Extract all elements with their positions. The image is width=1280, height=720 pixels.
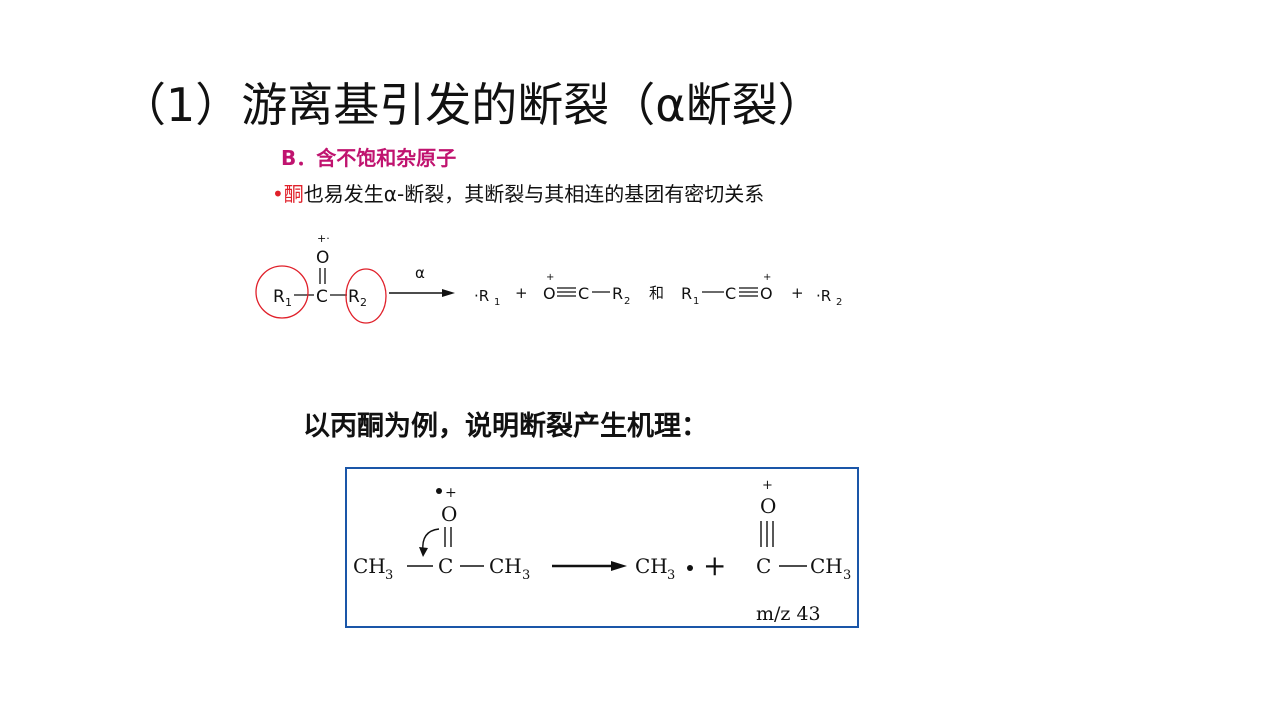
acetone-cleavage-box: + O CH 3 C CH 3 CH 3 + + O: [345, 467, 859, 628]
second-carbon: C: [725, 284, 736, 303]
r1-highlight-circle: [255, 265, 309, 319]
plus-sign-1: +: [515, 284, 528, 302]
bullet-text: 也易发生α-断裂，其断裂与其相连的基团有密切关系: [303, 182, 765, 206]
acylium-charge: +: [546, 272, 554, 283]
r1-radical-subscript: 1: [494, 297, 500, 308]
r2-subscript: 2: [360, 296, 367, 309]
reaction-arrowhead: [442, 289, 455, 297]
electron-arrowhead: [419, 547, 428, 557]
acylium-oxygen: O: [543, 284, 556, 303]
acetone-oxygen: O: [441, 502, 457, 526]
bullet-highlight: 酮: [283, 182, 304, 206]
acylium-carbon-2: C: [756, 554, 771, 578]
methyl-radical-dot: [687, 565, 693, 571]
right-methyl: CH: [489, 554, 522, 578]
methyl-radical-subscript: 3: [667, 568, 675, 583]
radical-dot: [436, 488, 442, 494]
alpha-arrow-label: α: [415, 264, 425, 282]
acylium-methyl: CH: [810, 554, 843, 578]
second-r1: R: [681, 284, 692, 303]
r2-highlight-circle: [345, 268, 387, 324]
acylium-r2-subscript: 2: [624, 296, 630, 307]
bullet-marker: •: [272, 182, 284, 206]
slide-title: （1）游离基引发的断裂（α断裂）: [120, 78, 824, 132]
methyl-radical: CH: [635, 554, 668, 578]
left-methyl-subscript: 3: [385, 568, 393, 583]
oxygen-charge: +·: [317, 232, 330, 245]
plus-sign-2: +: [791, 284, 804, 302]
second-oxygen: O: [760, 284, 773, 303]
acylium-carbon: C: [578, 284, 589, 303]
r1-subscript: 1: [285, 296, 292, 309]
bullet-point: •酮也易发生α-断裂，其断裂与其相连的基团有密切关系: [272, 178, 764, 207]
acylium-oxygen-2: O: [760, 494, 776, 518]
r1-radical: ·R: [474, 287, 489, 305]
r2-radical: ·R: [816, 287, 831, 305]
r2-radical-subscript: 2: [836, 297, 842, 308]
example-heading: 以丙酮为例，说明断裂产生机理：: [303, 411, 708, 442]
left-methyl: CH: [353, 554, 386, 578]
reaction-arrowhead-2: [611, 561, 627, 571]
carbonyl-carbon: C: [316, 287, 328, 307]
right-methyl-subscript: 3: [522, 568, 530, 583]
plus-sign: +: [703, 549, 726, 582]
section-subtitle: B．含不饱和杂原子: [281, 146, 457, 170]
r1-group: R: [273, 287, 285, 307]
acetone-carbon: C: [438, 554, 453, 578]
acylium-r2: R: [612, 284, 623, 303]
charge-plus: +: [445, 485, 457, 501]
r2-group: R: [348, 287, 360, 307]
acylium-methyl-subscript: 3: [843, 568, 851, 583]
and-word: 和: [649, 284, 664, 302]
second-oxygen-charge: +: [763, 272, 771, 283]
mz-label: m/z 43: [756, 603, 821, 625]
acetone-cleavage-scheme: + O CH 3 C CH 3 CH 3 + + O: [353, 478, 851, 625]
acylium-charge-2: +: [762, 478, 773, 493]
oxygen-atom: O: [316, 248, 329, 268]
general-alpha-cleavage-scheme: +· O R 1 C R 2 α ·R 1 + + O C R 2 和 R 1: [255, 232, 842, 324]
second-r1-subscript: 1: [693, 296, 699, 307]
